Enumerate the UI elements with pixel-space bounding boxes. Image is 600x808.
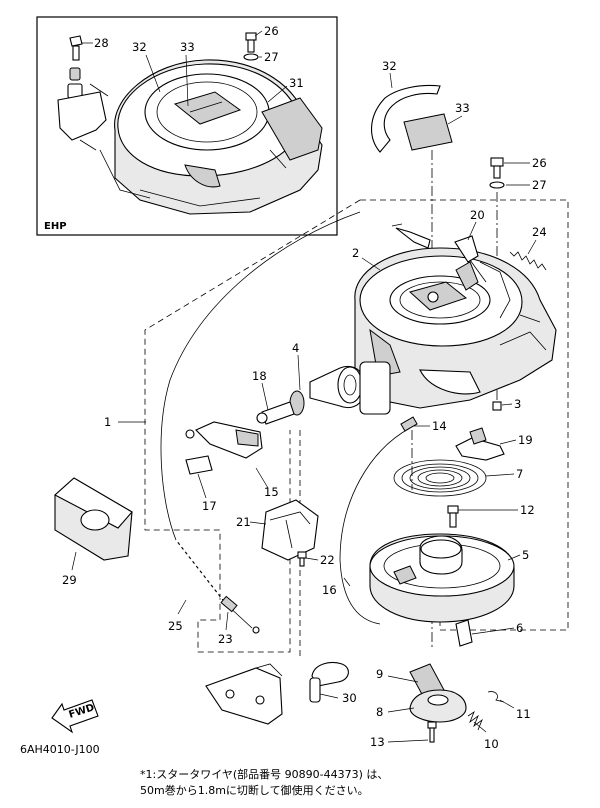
cable-16 [339, 427, 411, 625]
throttle-tube-4 [309, 361, 391, 415]
callout-20: 20 [470, 208, 485, 222]
callout-18: 18 [252, 369, 267, 383]
decal-32 [371, 84, 441, 153]
callout-33: 33 [455, 101, 470, 115]
callout-25: 25 [168, 619, 183, 633]
callout-6: 6 [516, 621, 523, 635]
inset-callout-33: 33 [180, 40, 195, 54]
lever-20 [454, 235, 487, 283]
callout-17: 17 [202, 499, 217, 513]
callout-16: 16 [322, 583, 337, 597]
inset-bolt-28 [69, 35, 83, 61]
callout-30: 30 [342, 691, 357, 705]
bolt-13 [427, 721, 437, 743]
callout-4: 4 [292, 341, 299, 355]
callout-1: 1 [104, 415, 111, 429]
inset-label: EHP [44, 221, 67, 232]
pin-6 [455, 619, 473, 647]
clip-30 [309, 661, 349, 703]
inset-callout-32: 32 [132, 40, 147, 54]
callout-26: 26 [532, 156, 547, 170]
drive-plate-8 [409, 689, 467, 723]
clip-11 [487, 691, 505, 703]
cable-end-18 [256, 401, 295, 425]
inset-callout-27: 27 [264, 50, 279, 64]
callout-9: 9 [376, 667, 383, 681]
callout-23: 23 [218, 632, 233, 646]
inset-callout-31: 31 [289, 76, 304, 90]
callout-21: 21 [236, 515, 251, 529]
pulley-5 [369, 533, 515, 623]
drawing-code: 6AH4010-J100 [20, 743, 100, 756]
callout-10: 10 [484, 737, 499, 751]
callout-24: 24 [532, 225, 547, 239]
starter-wire-25 [160, 211, 361, 629]
spiral-spring-7 [393, 459, 487, 497]
inset-bolt-26 [243, 32, 259, 61]
inset-callout-26: 26 [264, 24, 279, 38]
callout-11: 11 [516, 707, 531, 721]
spring-10 [467, 710, 483, 731]
inset-collar [67, 67, 83, 99]
inset-bracket [57, 83, 109, 151]
callout-13: 13 [370, 735, 385, 749]
footnote-line-2: 50m巻から1.8mに切断して御使用ください。 [140, 784, 369, 797]
clip-23 [220, 595, 260, 634]
callout-3: 3 [514, 397, 521, 411]
spring-24 [509, 251, 547, 271]
callout-14: 14 [432, 419, 447, 433]
callout-15: 15 [264, 485, 279, 499]
mount-plate [205, 663, 283, 725]
inset-starter-housing [99, 59, 323, 215]
callout-29: 29 [62, 573, 77, 587]
handle-assembly-15 [185, 421, 263, 475]
callout-5: 5 [522, 548, 529, 562]
cable-end-14 [400, 416, 418, 432]
fwd-arrow: FWD [51, 699, 99, 734]
callout-7: 7 [516, 467, 523, 481]
callout-22: 22 [320, 553, 335, 567]
starter-housing-2 [354, 247, 557, 409]
washer-27 [489, 181, 505, 189]
callout-19: 19 [518, 433, 533, 447]
callout-32: 32 [382, 59, 397, 73]
cover-29 [54, 477, 133, 561]
pawl-19 [455, 427, 505, 461]
footnote-line-1: *1:スタータワイヤ(部品番号 90890-44373) は、 [140, 768, 389, 781]
bolt-12 [447, 505, 459, 528]
screw-22 [297, 551, 307, 567]
bracket-21 [261, 499, 319, 561]
callout-8: 8 [376, 705, 383, 719]
callout-12: 12 [520, 503, 535, 517]
assembly-boundary [144, 199, 569, 653]
callout-2: 2 [352, 246, 359, 260]
decal-33 [403, 113, 453, 151]
callout-27: 27 [532, 178, 547, 192]
bolt-26 [490, 157, 504, 179]
inset-callout-28: 28 [94, 36, 109, 50]
bolt-3 [492, 401, 502, 411]
ehp-inset: EHP [36, 16, 338, 236]
